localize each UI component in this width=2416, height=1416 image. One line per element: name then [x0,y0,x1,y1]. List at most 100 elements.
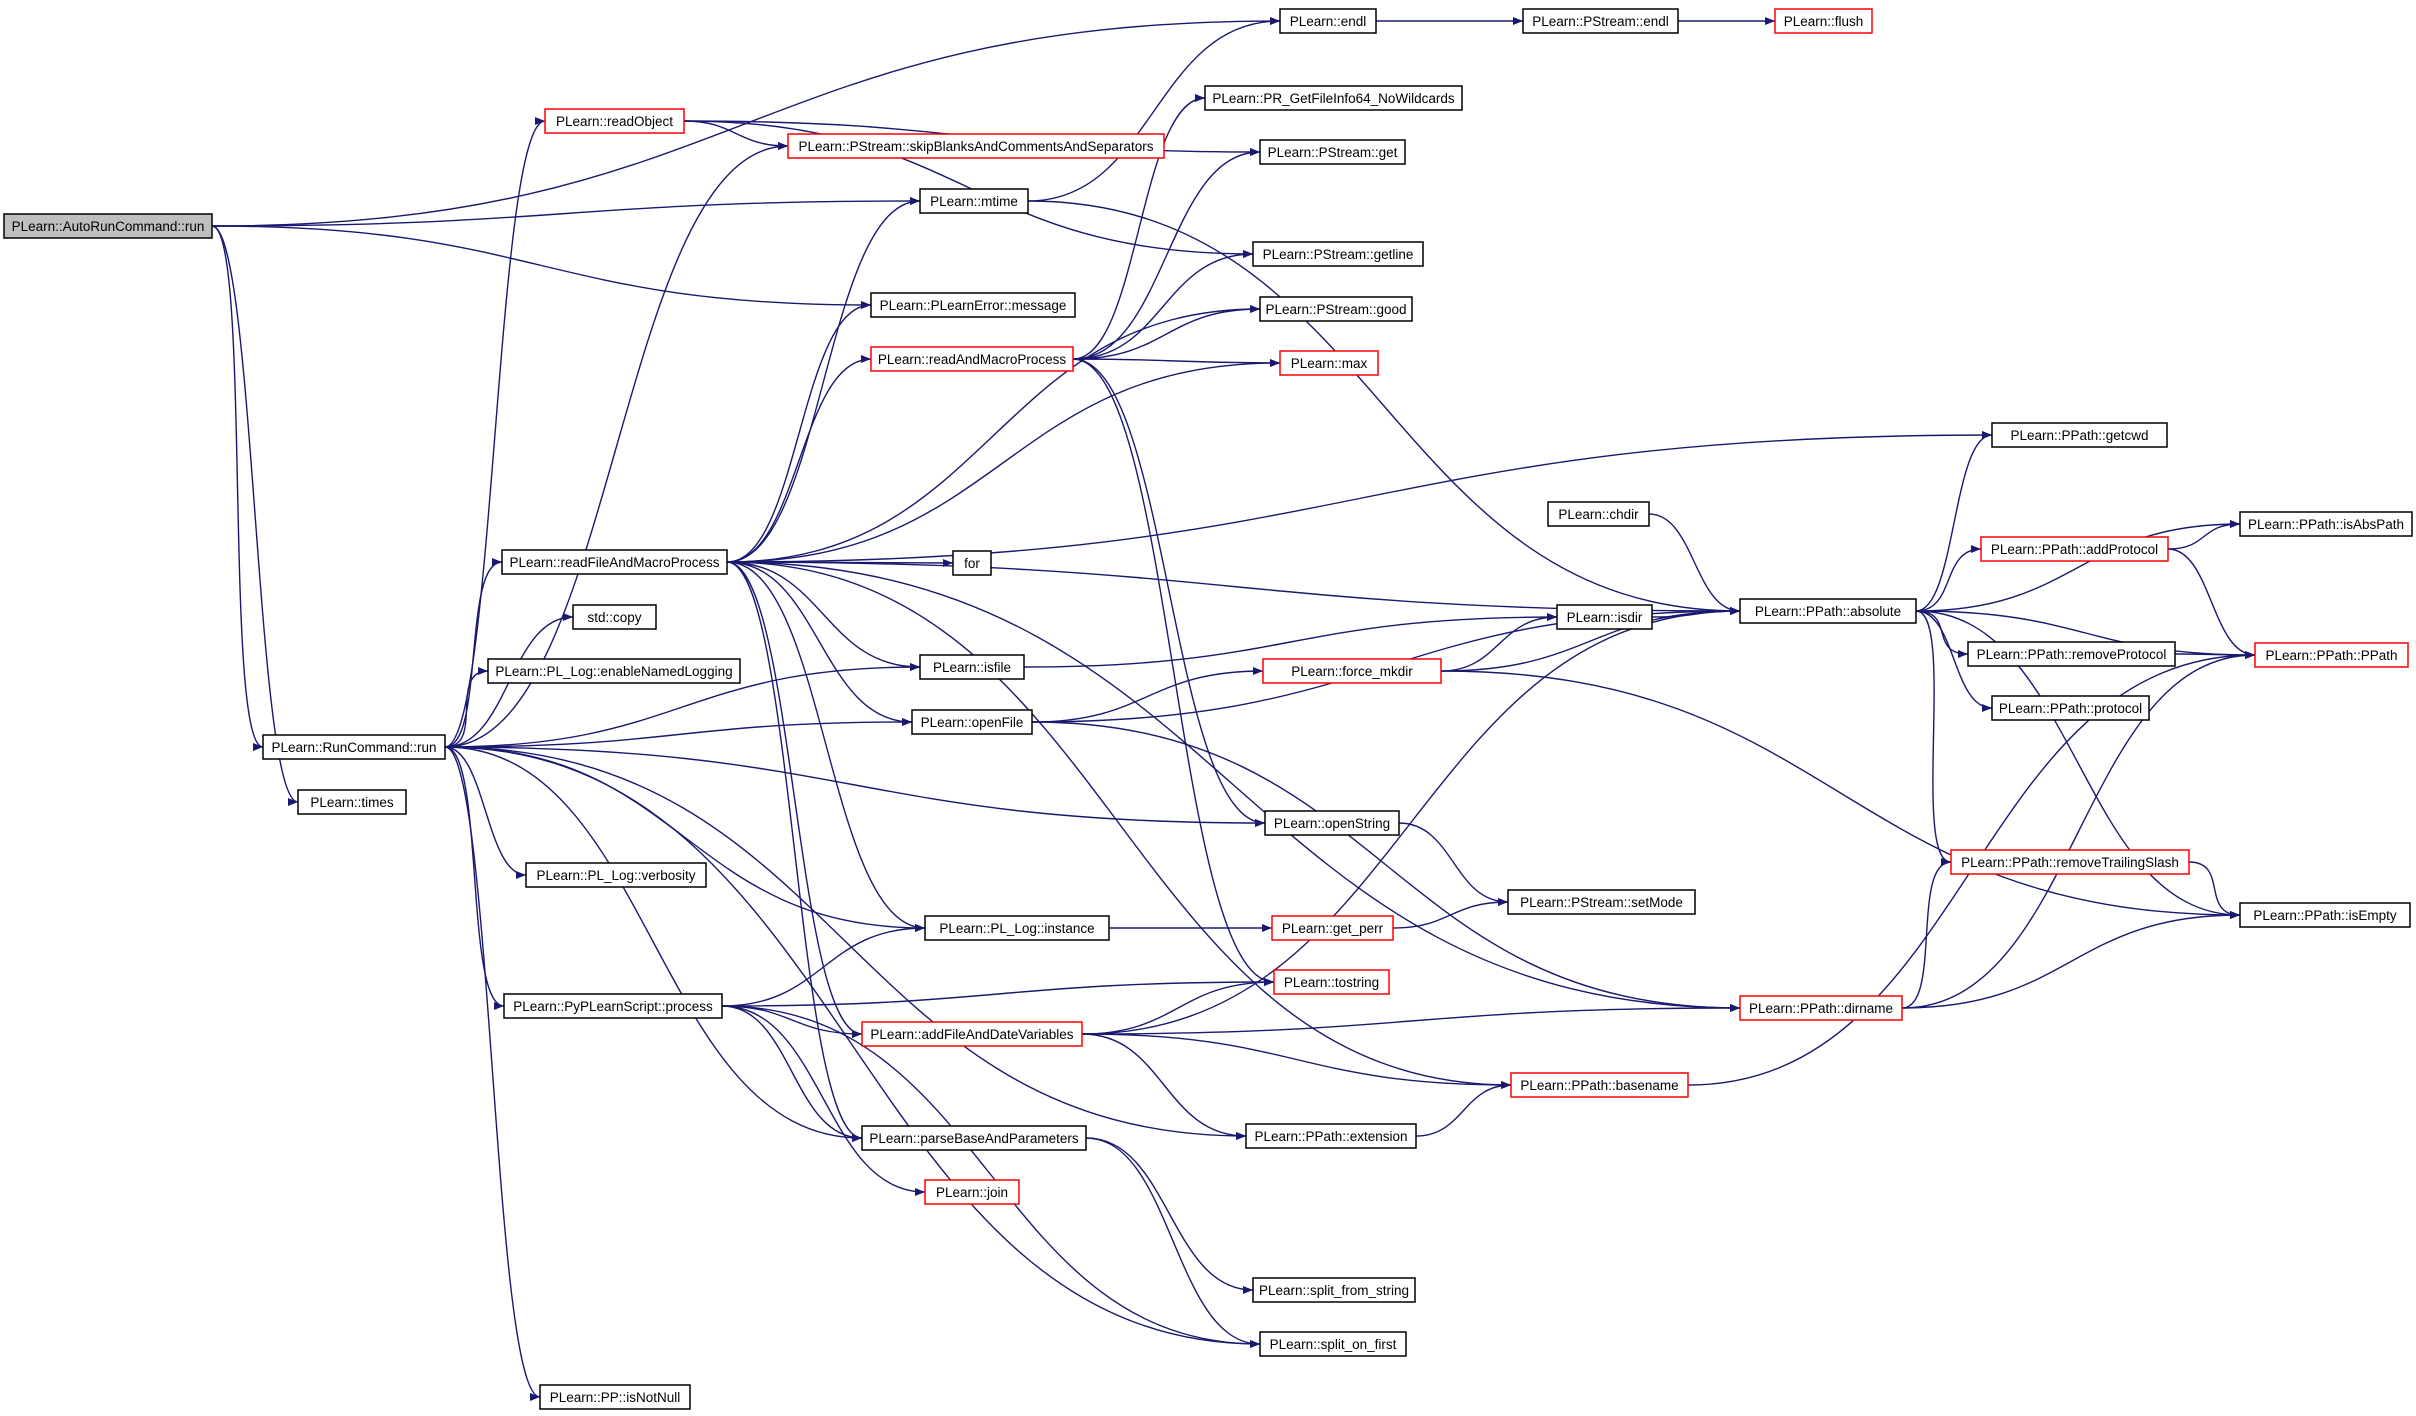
graph-node-prgetfile[interactable]: PLearn::PR_GetFileInfo64_NoWildcards [1204,85,1463,111]
graph-node-dirname[interactable]: PLearn::PPath::dirname [1739,995,1903,1021]
node-label: PLearn::PPath::addProtocol [1991,542,2158,557]
graph-node-ppath[interactable]: PLearn::PPath::PPath [2254,642,2409,668]
node-box [1262,658,1442,684]
graph-node-setmode[interactable]: PLearn::PStream::setMode [1507,889,1696,915]
node-box [870,292,1076,318]
node-label: PLearn::PPath::isEmpty [2253,908,2397,923]
graph-node-chdir[interactable]: PLearn::chdir [1547,501,1650,527]
graph-node-mtime[interactable]: PLearn::mtime [919,188,1029,214]
edge-addfiledate-to-absolute [1081,607,1741,1035]
node-label: PLearn::get_perr [1282,921,1384,936]
edge-runcommand-to-pyscript [444,746,505,1010]
graph-node-readobject[interactable]: PLearn::readObject [544,108,685,134]
node-label: PLearn::PL_Log::verbosity [536,868,695,883]
graph-node-removeprotocol[interactable]: PLearn::PPath::removeProtocol [1967,641,2176,667]
graph-node-join[interactable]: PLearn::join [924,1179,1020,1205]
graph-node-runcommand[interactable]: PLearn::RunCommand::run [262,734,446,760]
node-label: PLearn::times [310,795,394,810]
node-label: PLearn::force_mkdir [1291,664,1413,679]
graph-node-isnotnull[interactable]: PLearn::PP::isNotNull [539,1384,691,1410]
graph-node-splitfirst[interactable]: PLearn::split_on_first [1259,1331,1407,1357]
graph-node-max[interactable]: PLearn::max [1279,350,1379,376]
graph-node-openstring[interactable]: PLearn::openString [1264,810,1400,836]
graph-node-readandmacro[interactable]: PLearn::readAndMacroProcess [870,346,1074,372]
graph-node-tostring[interactable]: PLearn::tostring [1273,969,1390,995]
node-box [544,108,685,134]
edge-mtime-to-absolute [1027,200,1741,615]
graph-node-isdir[interactable]: PLearn::isdir [1556,604,1653,630]
edge-addfiledate-to-dirname [1081,1004,1741,1035]
node-label: PLearn::PPath::extension [1254,1129,1407,1144]
graph-node-plearnerror[interactable]: PLearn::PLearnError::message [870,292,1076,318]
graph-node-isempty[interactable]: PLearn::PPath::isEmpty [2239,902,2411,928]
node-box [1980,536,2169,562]
graph-node-endl[interactable]: PLearn::endl [1279,8,1377,34]
graph-node-isabspath[interactable]: PLearn::PPath::isAbsPath [2239,511,2413,537]
graph-node-readfileandmacro[interactable]: PLearn::readFileAndMacroProcess [501,549,728,575]
graph-node-enablenamed[interactable]: PLearn::PL_Log::enableNamedLogging [487,658,741,684]
edge-getperr-to-setmode [1392,898,1509,929]
graph-node-psgetline[interactable]: PLearn::PStream::getline [1252,241,1424,267]
graph-node-openfile[interactable]: PLearn::openFile [911,709,1033,735]
graph-node-autorun[interactable]: PLearn::AutoRunCommand::run [3,213,213,239]
graph-node-protocol[interactable]: PLearn::PPath::protocol [1991,695,2150,721]
graph-node-psendl[interactable]: PLearn::PStream::endl [1522,8,1679,34]
graph-node-pyscript[interactable]: PLearn::PyPLearnScript::process [503,993,723,1019]
node-box [1510,1072,1689,1098]
edge-runcommand-to-parsebase [444,746,863,1142]
graph-node-stdcopy[interactable]: std::copy [572,604,657,630]
graph-node-skipblanks[interactable]: PLearn::PStream::skipBlanksAndCommentsAn… [787,133,1165,159]
edge-readfileandmacro-to-readandmacro [726,355,872,563]
edge-runcommand-to-readfileandmacro [444,558,503,748]
node-box [861,1021,1083,1047]
graph-node-flush[interactable]: PLearn::flush [1774,8,1873,34]
edge-addprotocol-to-ppath [2167,548,2256,659]
node-box [870,346,1074,372]
graph-node-psgood[interactable]: PLearn::PStream::good [1259,296,1413,322]
graph-node-times[interactable]: PLearn::times [297,789,407,815]
graph-node-basename[interactable]: PLearn::PPath::basename [1510,1072,1689,1098]
graph-node-parsebase[interactable]: PLearn::parseBaseAndParameters [861,1125,1087,1151]
graph-node-addfiledate[interactable]: PLearn::addFileAndDateVariables [861,1021,1083,1047]
edge-dirname-to-ppath [1901,651,2256,1009]
node-box [924,1179,1020,1205]
graph-node-addprotocol[interactable]: PLearn::PPath::addProtocol [1980,536,2169,562]
graph-node-absolute[interactable]: PLearn::PPath::absolute [1739,598,1917,624]
edge-openstring-to-setmode [1398,822,1509,906]
node-label: PLearn::PLearnError::message [880,298,1067,313]
graph-node-instance[interactable]: PLearn::PL_Log::instance [924,915,1110,941]
edge-readfileandmacro-to-max [726,359,1281,563]
node-box [1279,8,1377,34]
edge-layer [211,17,2256,1401]
graph-node-getperr[interactable]: PLearn::get_perr [1271,915,1394,941]
node-box [539,1384,691,1410]
edge-readfileandmacro-to-psgood [726,305,1261,563]
node-label: std::copy [587,610,641,625]
graph-node-verbosity[interactable]: PLearn::PL_Log::verbosity [525,862,707,888]
node-box [1739,598,1917,624]
node-label: PLearn::chdir [1558,507,1639,522]
node-label: PLearn::PR_GetFileInfo64_NoWildcards [1212,91,1455,106]
graph-node-splitfrom[interactable]: PLearn::split_from_string [1252,1277,1416,1303]
graph-node-forcemkdir[interactable]: PLearn::force_mkdir [1262,658,1442,684]
edge-readfileandmacro-to-addfiledate [726,561,863,1038]
graph-node-extension[interactable]: PLearn::PPath::extension [1245,1123,1417,1149]
node-label: PLearn::join [936,1185,1008,1200]
graph-node-getcwd[interactable]: PLearn::PPath::getcwd [1991,422,2168,448]
edge-readfileandmacro-to-instance [726,561,926,932]
node-label: PLearn::tostring [1284,975,1379,990]
edge-runcommand-to-isfile [444,663,921,748]
node-label: PLearn::PPath::protocol [1999,701,2142,716]
node-label: PLearn::PStream::good [1265,302,1406,317]
edge-absolute-to-addprotocol [1915,545,1982,612]
edge-forcemkdir-to-isdir [1440,613,1558,672]
node-label: PLearn::PPath::absolute [1755,604,1901,619]
node-label: PLearn::split_on_first [1270,1337,1397,1352]
graph-node-psget[interactable]: PLearn::PStream::get [1259,139,1406,165]
graph-node-removetrailing[interactable]: PLearn::PPath::removeTrailingSlash [1950,849,2190,875]
edge-readandmacro-to-psgood [1072,305,1261,360]
graph-node-isfile[interactable]: PLearn::isfile [919,654,1025,680]
node-label: PLearn::openString [1274,816,1390,831]
graph-node-for[interactable]: for [952,550,992,576]
edge-readfileandmacro-to-basename [726,561,1512,1089]
